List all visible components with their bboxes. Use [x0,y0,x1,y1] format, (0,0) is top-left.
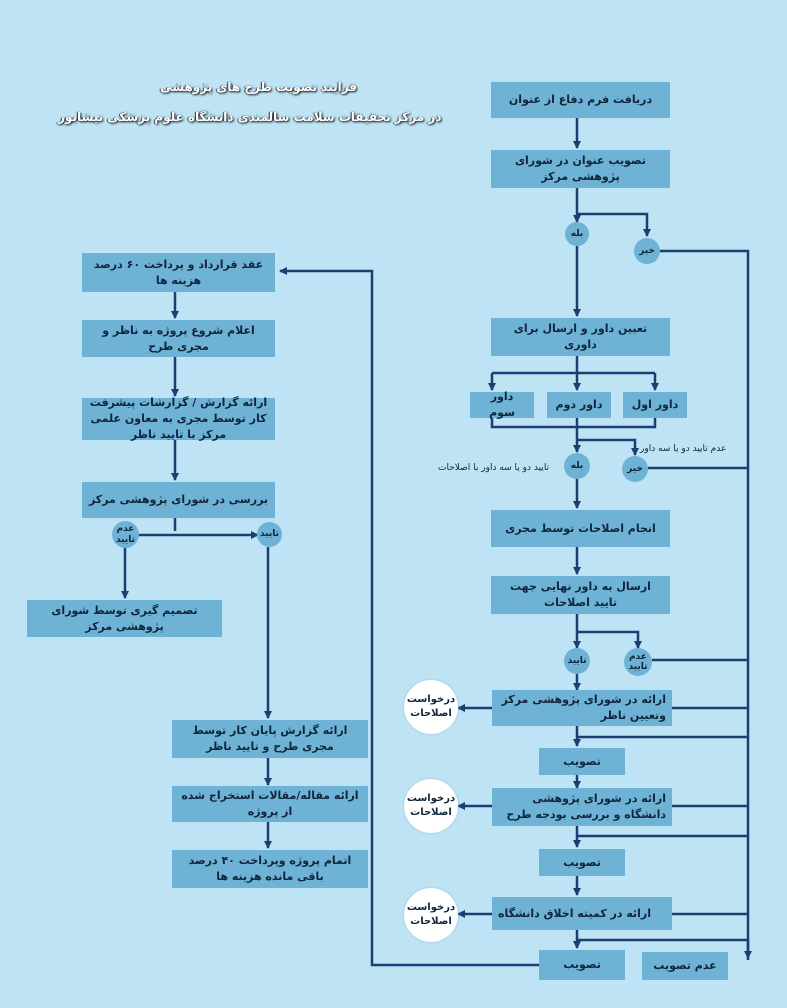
contract-box: عقد قرارداد و پرداخت ۶۰ درصد هزینه ها [82,253,275,292]
present-university-box: ارائه در شورای پژوهشی دانشگاه و بررسی بو… [492,788,672,826]
reviewer-third-box: داور سوم [470,390,534,419]
send-final-reviewer-box: ارسال به داور نهایی جهت تایید اصلاحات [491,576,670,614]
progress-report-box: ارائه گزارش / گزارشات پیشرفت کار توسط مج… [82,396,275,441]
no2-circle: خیر [622,456,648,482]
review-council-box: بررسی در شورای پژوهشی مرکز [82,482,275,518]
ratify-1-box: تصویب [539,748,625,775]
council-decision-box: تصمیم گیری توسط شورای پژوهشی مرکز [27,600,222,637]
receive-form-box: دریافت فرم دفاع از عنوان [491,82,670,118]
assign-reviewer-box: تعیین داور و ارسال برای داوری [491,318,670,356]
request-corrections-3: درخواست اصلاحات [404,888,458,942]
yes-circle: بله [565,222,589,246]
note-approve-with-corrections: تایید دو یا سه داور با اصلاحات [438,463,550,473]
ethics-committee-box: ارائه در کمیته اخلاق دانشگاه [492,897,672,930]
request-corrections-2: درخواست اصلاحات [404,779,458,833]
no-circle: خیر [634,238,660,264]
note-reject-reviewers: عدم تایید دو یا سه داور [640,444,727,454]
rejected-box: عدم تصویب [642,952,728,980]
present-council-box: ارائه در شورای پژوهشی مرکز وتعیین ناظر [492,690,672,726]
ratify-2-box: تصویب [539,849,625,876]
chart-title: فرایند تصویب طرح های پژوهشی [160,80,357,94]
final-report-box: ارائه گزارش پایان کار توسط مجری طرح و تا… [172,720,368,758]
complete-project-box: اتمام پروژه وپرداخت ۴۰ درصد باقی مانده ه… [172,850,368,888]
chart-subtitle: در مرکز تحقیقات سلامت سالمندی دانشگاه عل… [58,110,442,124]
articles-box: ارائه مقاله/مقالات استخراج شده از پروژه [172,786,368,822]
reviewer-second-box: داور دوم [547,392,611,418]
not-approve-circle: عدم تایید [624,648,652,676]
yes2-circle: بله [564,453,590,479]
do-corrections-box: انجام اصلاحات توسط مجری [491,510,670,547]
announce-start-box: اعلام شروع پروژه به ناظر و مجری طرح [82,320,275,357]
not-confirm-circle: عدم تایید [112,521,139,548]
approve-circle: تایید [564,648,590,674]
confirm-circle: تایید [257,522,282,547]
ratify-3-box: تصویب [539,950,625,980]
approve-title-box: تصویب عنوان در شورای پژوهشی مرکز [491,150,670,188]
request-corrections-1: درخواست اصلاحات [404,680,458,734]
reviewer-first-box: داور اول [623,392,687,418]
